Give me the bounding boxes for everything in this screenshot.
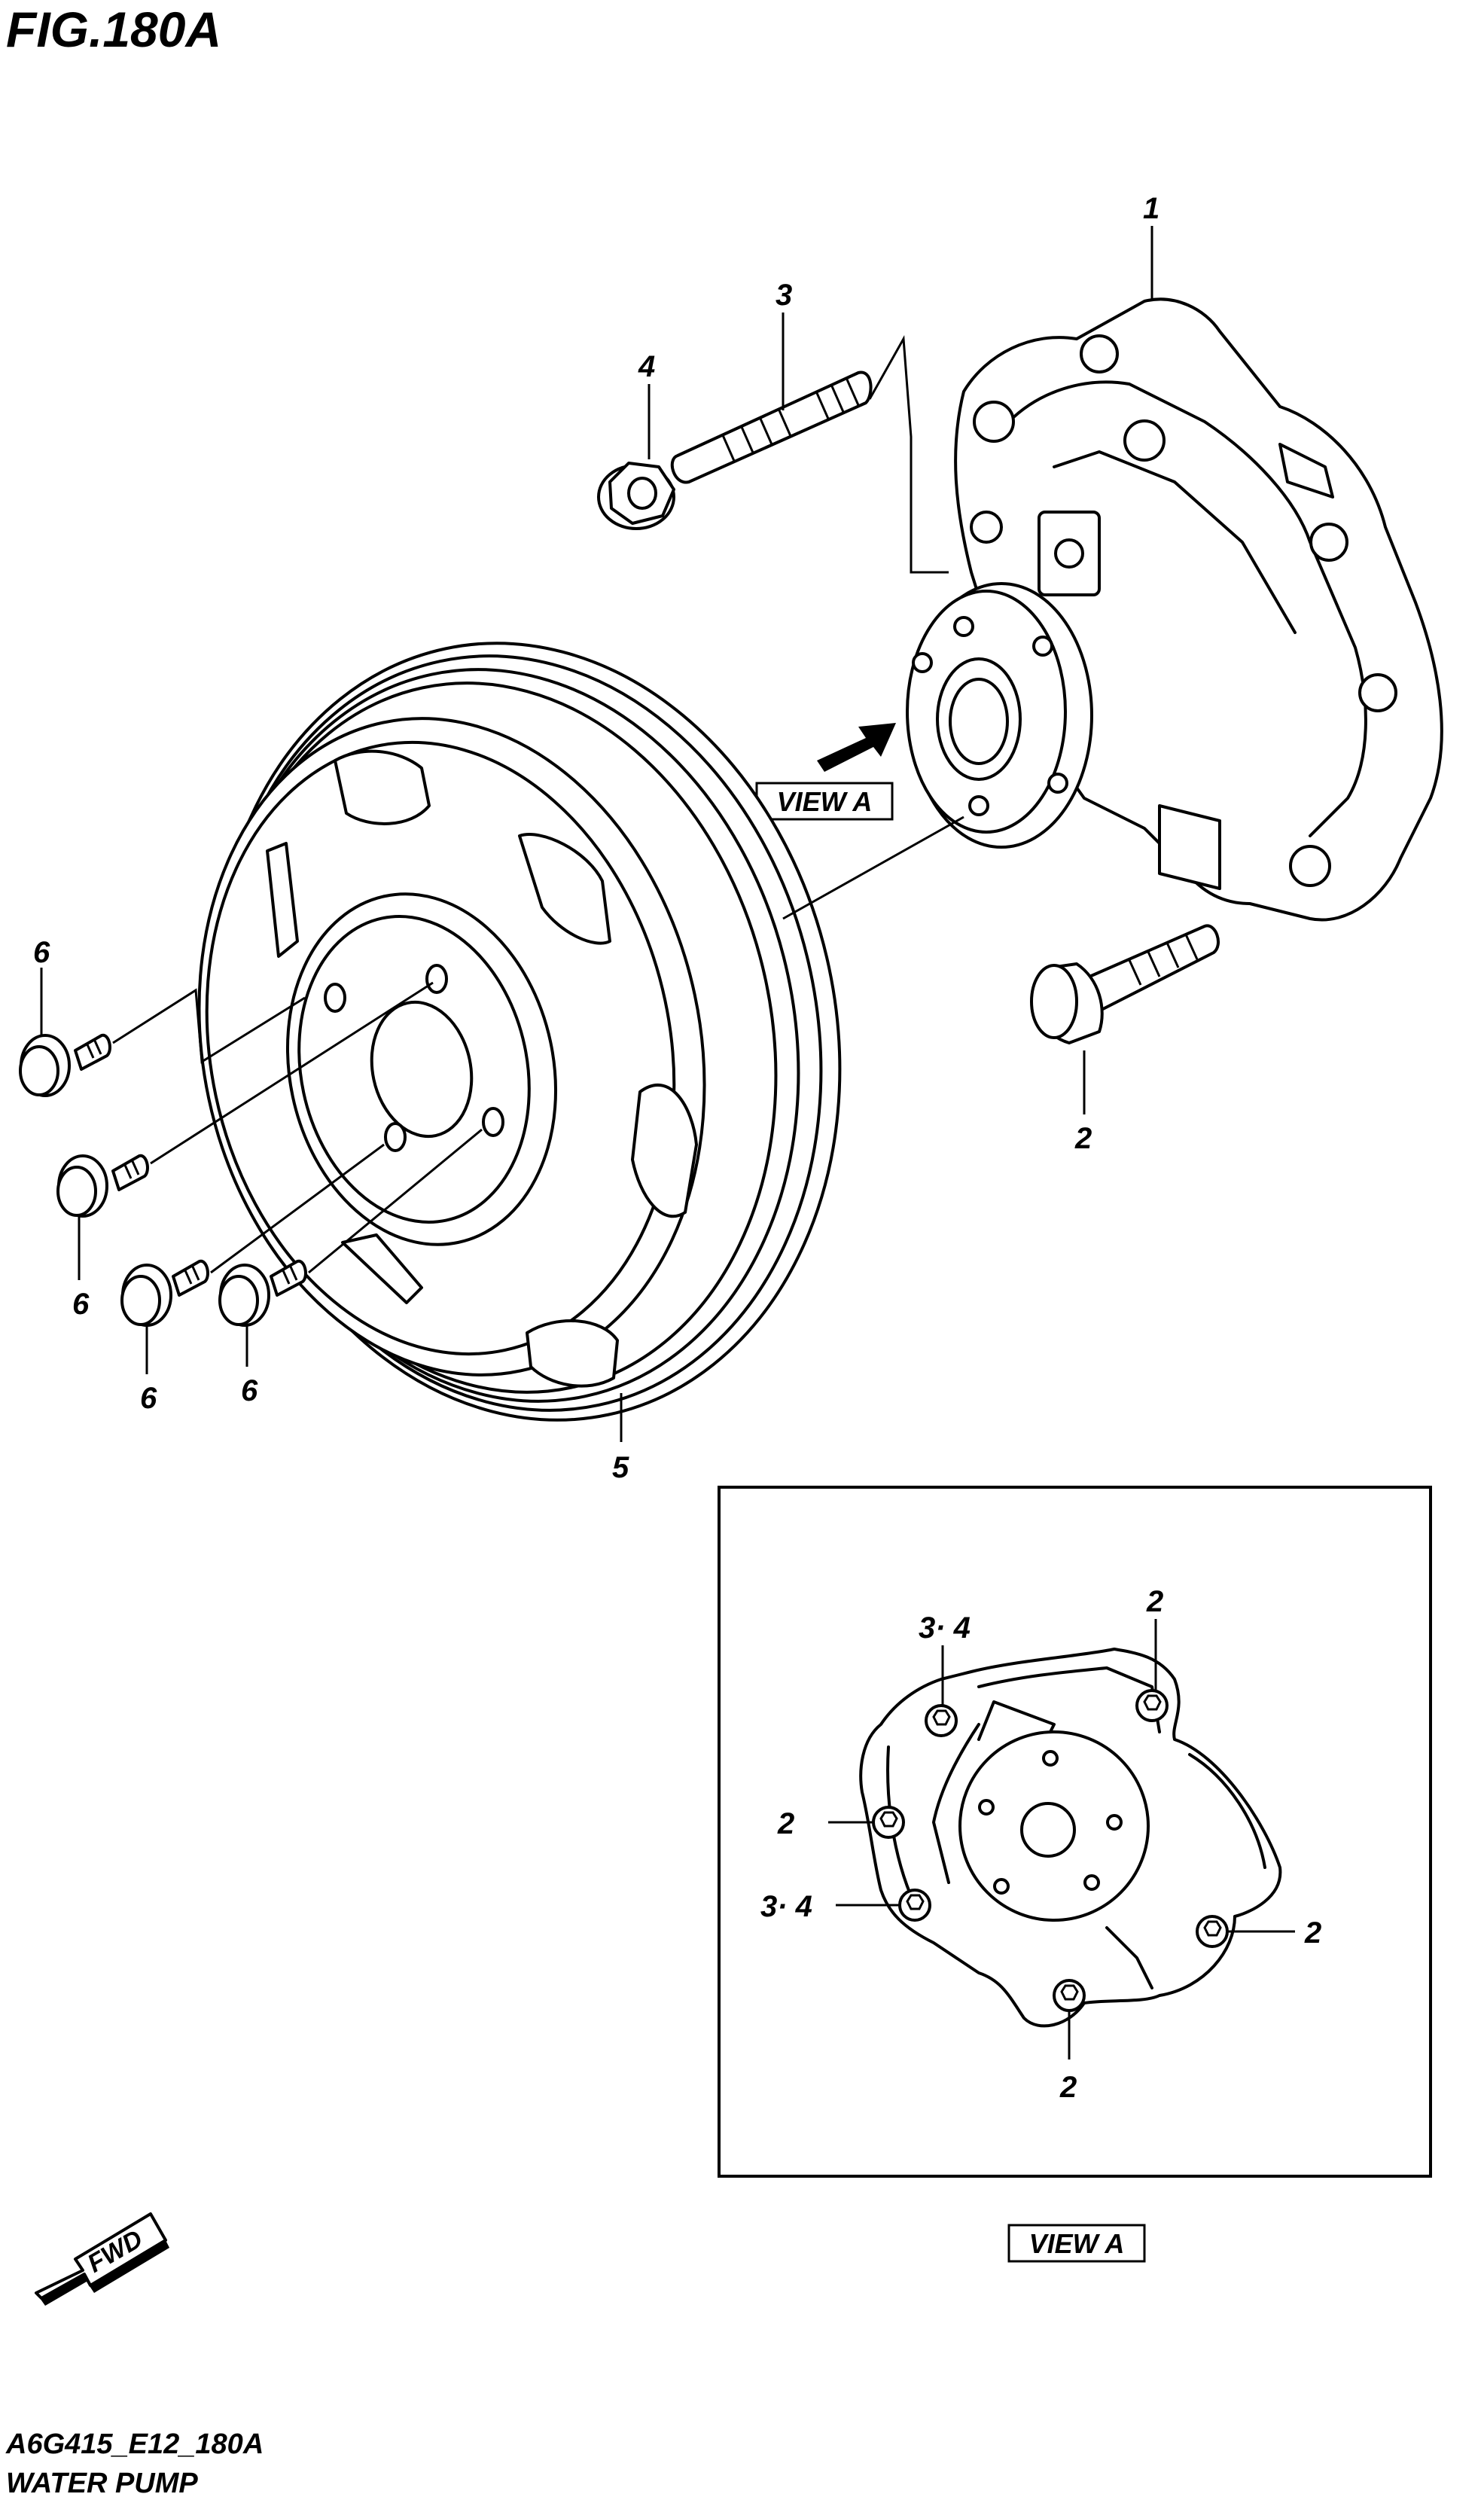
figure-code: A6G415_E12_180A (5, 2428, 264, 2460)
svg-text:VIEW A: VIEW A (1029, 2228, 1125, 2259)
figure-title: FIG.180A (6, 2, 221, 57)
pulley-bolt-d (218, 1259, 307, 1327)
svg-text:VIEW A: VIEW A (777, 786, 873, 817)
callout-part-6-c: 6 (140, 1382, 157, 1415)
inset-callout-2-left: 2 (777, 1807, 794, 1840)
callout-part-4: 4 (638, 350, 655, 383)
pulley-bolt-b (56, 1154, 149, 1218)
pump-bolt (1030, 924, 1220, 1044)
inset-callout-2-top: 2 (1146, 1585, 1163, 1618)
inset-callout-2-right: 2 (1304, 1916, 1321, 1950)
callout-part-2-bolt: 2 (1074, 1122, 1092, 1155)
callout-part-1: 1 (1143, 192, 1159, 225)
callout-part-3: 3 (776, 279, 792, 312)
callout-part-6-b: 6 (72, 1288, 90, 1321)
pulley-bolt-a (19, 1033, 111, 1097)
callout-part-6-a: 6 (33, 936, 50, 969)
water-pump-flange (906, 582, 1093, 849)
callout-part-6-d: 6 (241, 1374, 258, 1407)
view-a-label-inset: VIEW A (1007, 2224, 1146, 2263)
inset-callout-34-top: 3· 4 (919, 1611, 971, 1645)
stud-bolt (670, 370, 873, 484)
callout-part-5: 5 (612, 1451, 629, 1484)
view-arrow-icon (817, 723, 896, 772)
view-a-pump-rear (859, 1648, 1282, 2028)
inset-callout-2-bottom: 2 (1059, 2071, 1077, 2104)
flange-nut (597, 462, 675, 530)
view-a-label-main: VIEW A (755, 782, 894, 821)
figure-name: WATER PUMP (6, 2468, 198, 2499)
pulley-bolt-c (120, 1259, 209, 1327)
pump-pulley (197, 642, 842, 1422)
fwd-arrow-icon: FWD (35, 2212, 169, 2306)
inset-callout-34-left: 3· 4 (760, 1890, 812, 1923)
